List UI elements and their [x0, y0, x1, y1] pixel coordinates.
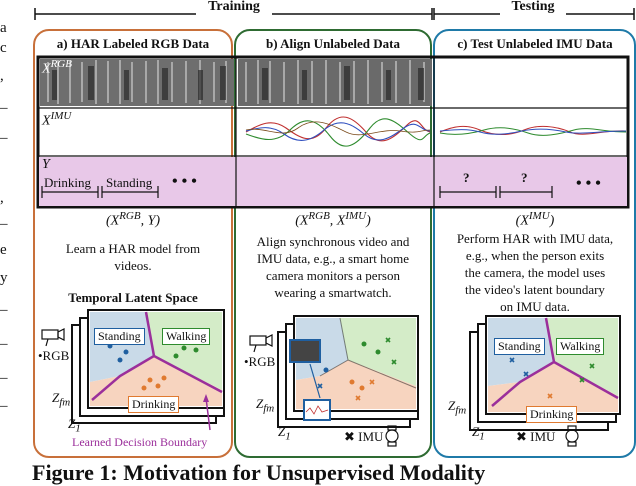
latent-label-standing-a: Standing: [94, 328, 145, 345]
latent-label-standing-c: Standing: [494, 338, 545, 355]
latent-label-walking-a: Walking: [162, 328, 211, 345]
panel-c-title: c) Test Unlabeled IMU Data: [457, 36, 613, 51]
camera-icon-b: [249, 334, 273, 353]
margin-frag: e: [0, 242, 7, 258]
pair-b: (XRGB, XIMU): [295, 210, 371, 229]
margin-frag: c: [0, 40, 7, 56]
margin-frag: y: [0, 270, 8, 286]
label-dots-c: • • •: [576, 175, 601, 192]
rgb-label-a: •RGB: [38, 348, 70, 363]
z-fm-b: Zfm: [256, 396, 275, 415]
z-fm-a: Zfm: [52, 390, 71, 409]
z-1-c: Z1: [472, 424, 485, 443]
margin-frag: ,: [0, 190, 4, 206]
margin-frag: –: [0, 100, 8, 116]
imu-waves-b: [245, 116, 431, 147]
margin-frag: ,: [0, 68, 4, 84]
panel-a-border: [33, 29, 233, 458]
label-dots-a: • • •: [172, 173, 197, 190]
margin-frag: –: [0, 216, 8, 232]
panel-b-border: [234, 29, 432, 458]
panel-b-title: b) Align Unlabeled Data: [266, 36, 400, 51]
latent-label-drinking-a: Drinking: [128, 396, 180, 413]
z-1-b: Z1: [278, 424, 291, 443]
imu-label-b: ✖ IMU: [344, 429, 384, 444]
z-fm-c: Zfm: [448, 398, 467, 417]
watch-icon-b: [385, 425, 399, 447]
imu-waves-c: [439, 125, 627, 136]
pair-c: (XIMU): [515, 210, 555, 229]
phase-label-training: Training: [196, 0, 272, 15]
z-1-a: Z1: [68, 416, 81, 435]
panel-a-title: a) HAR Labeled RGB Data: [56, 36, 210, 51]
margin-frag: –: [0, 370, 8, 386]
watch-icon-c: [565, 425, 579, 447]
latent-label-drinking-c: Drinking: [526, 406, 578, 423]
margin-frag: –: [0, 130, 8, 146]
imu-label-c: ✖ IMU: [516, 429, 556, 444]
label-question-2: ?: [521, 170, 528, 185]
margin-frag: –: [0, 398, 8, 414]
margin-frag: a: [0, 20, 7, 36]
row-label-x-imu: XIMU: [42, 110, 72, 129]
panel-c-border: [433, 29, 636, 458]
pair-a: (XRGB, Y): [105, 210, 161, 229]
margin-frag: –: [0, 336, 8, 352]
camera-icon-a: [41, 328, 65, 347]
figure-caption: Figure 1: Motivation for Unsupervised Mo…: [32, 460, 486, 485]
label-standing: Standing: [106, 175, 153, 190]
label-drinking: Drinking: [44, 175, 91, 190]
latent-planes-c: [469, 315, 621, 447]
row-label-x-rgb: XRGB: [42, 58, 72, 77]
rgb-label-b: •RGB: [244, 354, 276, 369]
boundary-label: Learned Decision Boundary: [72, 435, 208, 449]
latent-label-walking-c: Walking: [556, 338, 605, 355]
phase-label-testing: Testing: [500, 0, 566, 15]
row-label-y: Y: [42, 157, 50, 172]
desc-c: Perform HAR with IMU data,e.g., when the…: [456, 231, 614, 314]
margin-frag: –: [0, 302, 8, 318]
latent-space-title: Temporal Latent Space: [68, 290, 198, 305]
latent-planes-b: [249, 315, 419, 447]
label-question-1: ?: [463, 170, 470, 185]
